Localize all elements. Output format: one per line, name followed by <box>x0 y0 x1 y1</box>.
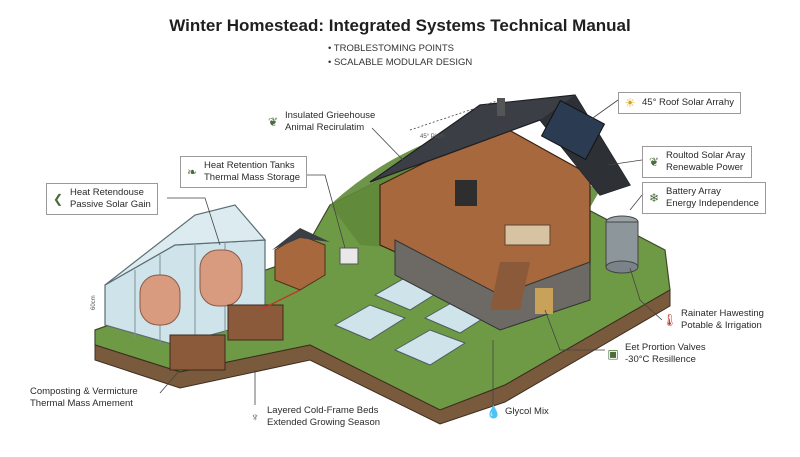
label-line: Energy Independence <box>666 198 759 209</box>
label-line: Rainater Hawesting <box>681 308 764 319</box>
snowflake-icon: ❄ <box>648 191 660 205</box>
wood-stove <box>455 180 477 206</box>
label-valves: ▣ Eet Prortion Valves-30°C Resillence <box>606 342 706 366</box>
label-line: Thermal Mass Amement <box>30 398 133 409</box>
chicken-coop <box>272 228 359 291</box>
label-line: Composting & Vermicture <box>30 386 138 397</box>
drop-icon: 💧 <box>486 405 501 419</box>
label-line: Layered Cold-Frame Beds <box>267 405 379 416</box>
bullet-item: SCALABLE MODULAR DESIGN <box>328 56 472 70</box>
heat-tank <box>139 274 181 326</box>
label-line: Thermal Mass Storage <box>204 172 301 183</box>
bullet-item: TROBLESTOMING POINTS <box>328 42 472 56</box>
house <box>369 94 631 331</box>
roof-solar-panel <box>540 99 606 161</box>
compost-crate <box>169 334 226 371</box>
sprout-icon: ♆ <box>250 410 260 424</box>
label-line: Eet Prortion Valves <box>625 342 706 353</box>
leaf-icon: ❦ <box>648 155 660 169</box>
bullet-list: TROBLESTOMING POINTS SCALABLE MODULAR DE… <box>328 42 473 70</box>
label-line: -30°C Resillence <box>625 354 696 365</box>
greenhouse <box>104 204 267 346</box>
sun-icon: ☀ <box>624 96 636 110</box>
page-title: Winter Homestead: Integrated Systems Tec… <box>169 16 631 35</box>
chimney <box>497 98 505 116</box>
label-line: Heat Retendouse <box>70 187 144 198</box>
dim-roof-pitch: 45° Pitch <box>420 134 444 140</box>
leader-lines <box>159 99 663 405</box>
label-line: Glycol Mix <box>505 406 549 417</box>
storage-jars <box>535 288 553 314</box>
label-line: Heat Retention Tanks <box>204 160 295 171</box>
dim-greenhouse: 60cm <box>91 295 97 310</box>
label-line: Roultod Solar Aray <box>666 150 746 161</box>
compost-crate <box>227 304 284 341</box>
label-line: Potable & Irrigation <box>681 320 762 331</box>
table <box>504 224 551 246</box>
label-glycol: 💧 Glycol Mix <box>486 405 549 419</box>
thermometer-icon: 🌡 <box>662 313 678 327</box>
leaf-icon: ❦ <box>267 115 279 129</box>
gauge-icon: ▣ <box>607 347 619 361</box>
heat-tank <box>199 249 243 307</box>
stairs <box>490 262 530 310</box>
label-line: Animal Recirulatim <box>285 122 365 133</box>
label-line: Insulated Grieehouse <box>285 110 376 121</box>
label-line: 45° Roof Solar Arrahy <box>642 97 734 108</box>
label-line: Extended Growing Season <box>267 417 381 428</box>
plant-icon: ❧ <box>186 165 198 179</box>
label-line: Renewable Power <box>666 162 744 173</box>
label-line: Battery Array <box>666 186 721 197</box>
rainwater-tank <box>605 215 639 274</box>
heat-pipe <box>259 289 301 311</box>
label-line: Passive Solar Gain <box>70 199 151 210</box>
label-roof-solar: ☀ 45° Roof Solar Arrahy <box>618 92 741 114</box>
wing-icon: ❮ <box>52 192 64 206</box>
